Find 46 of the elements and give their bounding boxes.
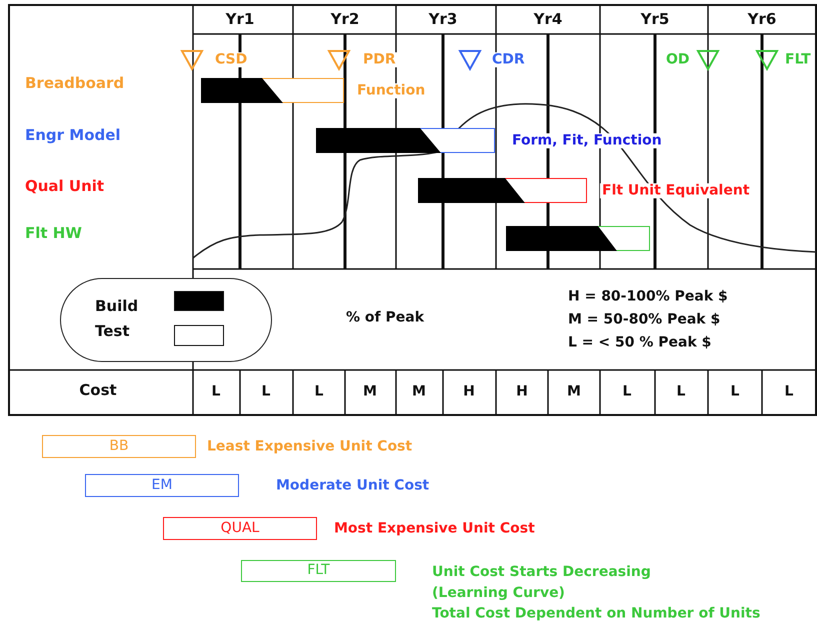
unit-box: QUAL <box>163 517 317 540</box>
unit-purpose: Form, Fit, Function <box>510 132 664 148</box>
cost-level: L <box>622 384 632 400</box>
unit-purpose: Function <box>355 82 428 98</box>
unit-purpose: Flt Unit Equivalent <box>600 182 752 198</box>
row-label: Flt HW <box>25 224 82 242</box>
cost-level-key: M = 50-80% Peak $ <box>568 312 720 328</box>
year-header: Yr5 <box>640 10 670 28</box>
gantt-bar <box>418 178 587 203</box>
cost-level: L <box>314 384 324 400</box>
cost-level-key: H = 80-100% Peak $ <box>568 289 728 305</box>
legend-label: Test <box>95 322 130 340</box>
year-header: Yr1 <box>226 10 254 28</box>
cost-note: Least Expensive Unit Cost <box>205 438 414 454</box>
row-label: Cost <box>79 382 117 398</box>
year-header: Yr4 <box>534 10 562 28</box>
cost-level: L <box>262 384 270 400</box>
row-label: Engr Model <box>25 126 121 144</box>
cost-note: Total Cost Dependent on Number of Units <box>430 606 762 622</box>
cost-level: L <box>784 384 794 400</box>
year-header: Yr3 <box>428 10 458 28</box>
cost-level: L <box>212 384 220 400</box>
gantt-bar <box>316 128 495 153</box>
unit-box: EM <box>85 474 239 497</box>
year-header: Yr2 <box>330 10 360 28</box>
cost-level: M <box>363 384 377 400</box>
gantt-bar <box>201 78 344 103</box>
cost-level: M <box>412 384 426 400</box>
cost-level: M <box>567 384 581 400</box>
gantt-bar <box>506 226 650 251</box>
milestone-label: CSD <box>213 52 250 68</box>
milestone-label: CDR <box>490 52 527 68</box>
axis-note: % of Peak <box>346 310 424 326</box>
milestone-label: PDR <box>361 52 398 68</box>
cost-level-key: L = < 50 % Peak $ <box>568 335 712 351</box>
legend-label: Build <box>95 298 138 314</box>
cost-level: L <box>730 384 740 400</box>
unit-box: FLT <box>241 560 396 582</box>
year-header: Yr6 <box>748 10 776 28</box>
cost-level: H <box>516 384 528 400</box>
cost-level: L <box>676 384 686 400</box>
cost-note: Most Expensive Unit Cost <box>332 520 537 536</box>
row-label: Qual Unit <box>25 178 104 194</box>
unit-box: BB <box>42 435 196 458</box>
cost-level: H <box>463 384 475 400</box>
row-label: Breadboard <box>25 74 124 92</box>
